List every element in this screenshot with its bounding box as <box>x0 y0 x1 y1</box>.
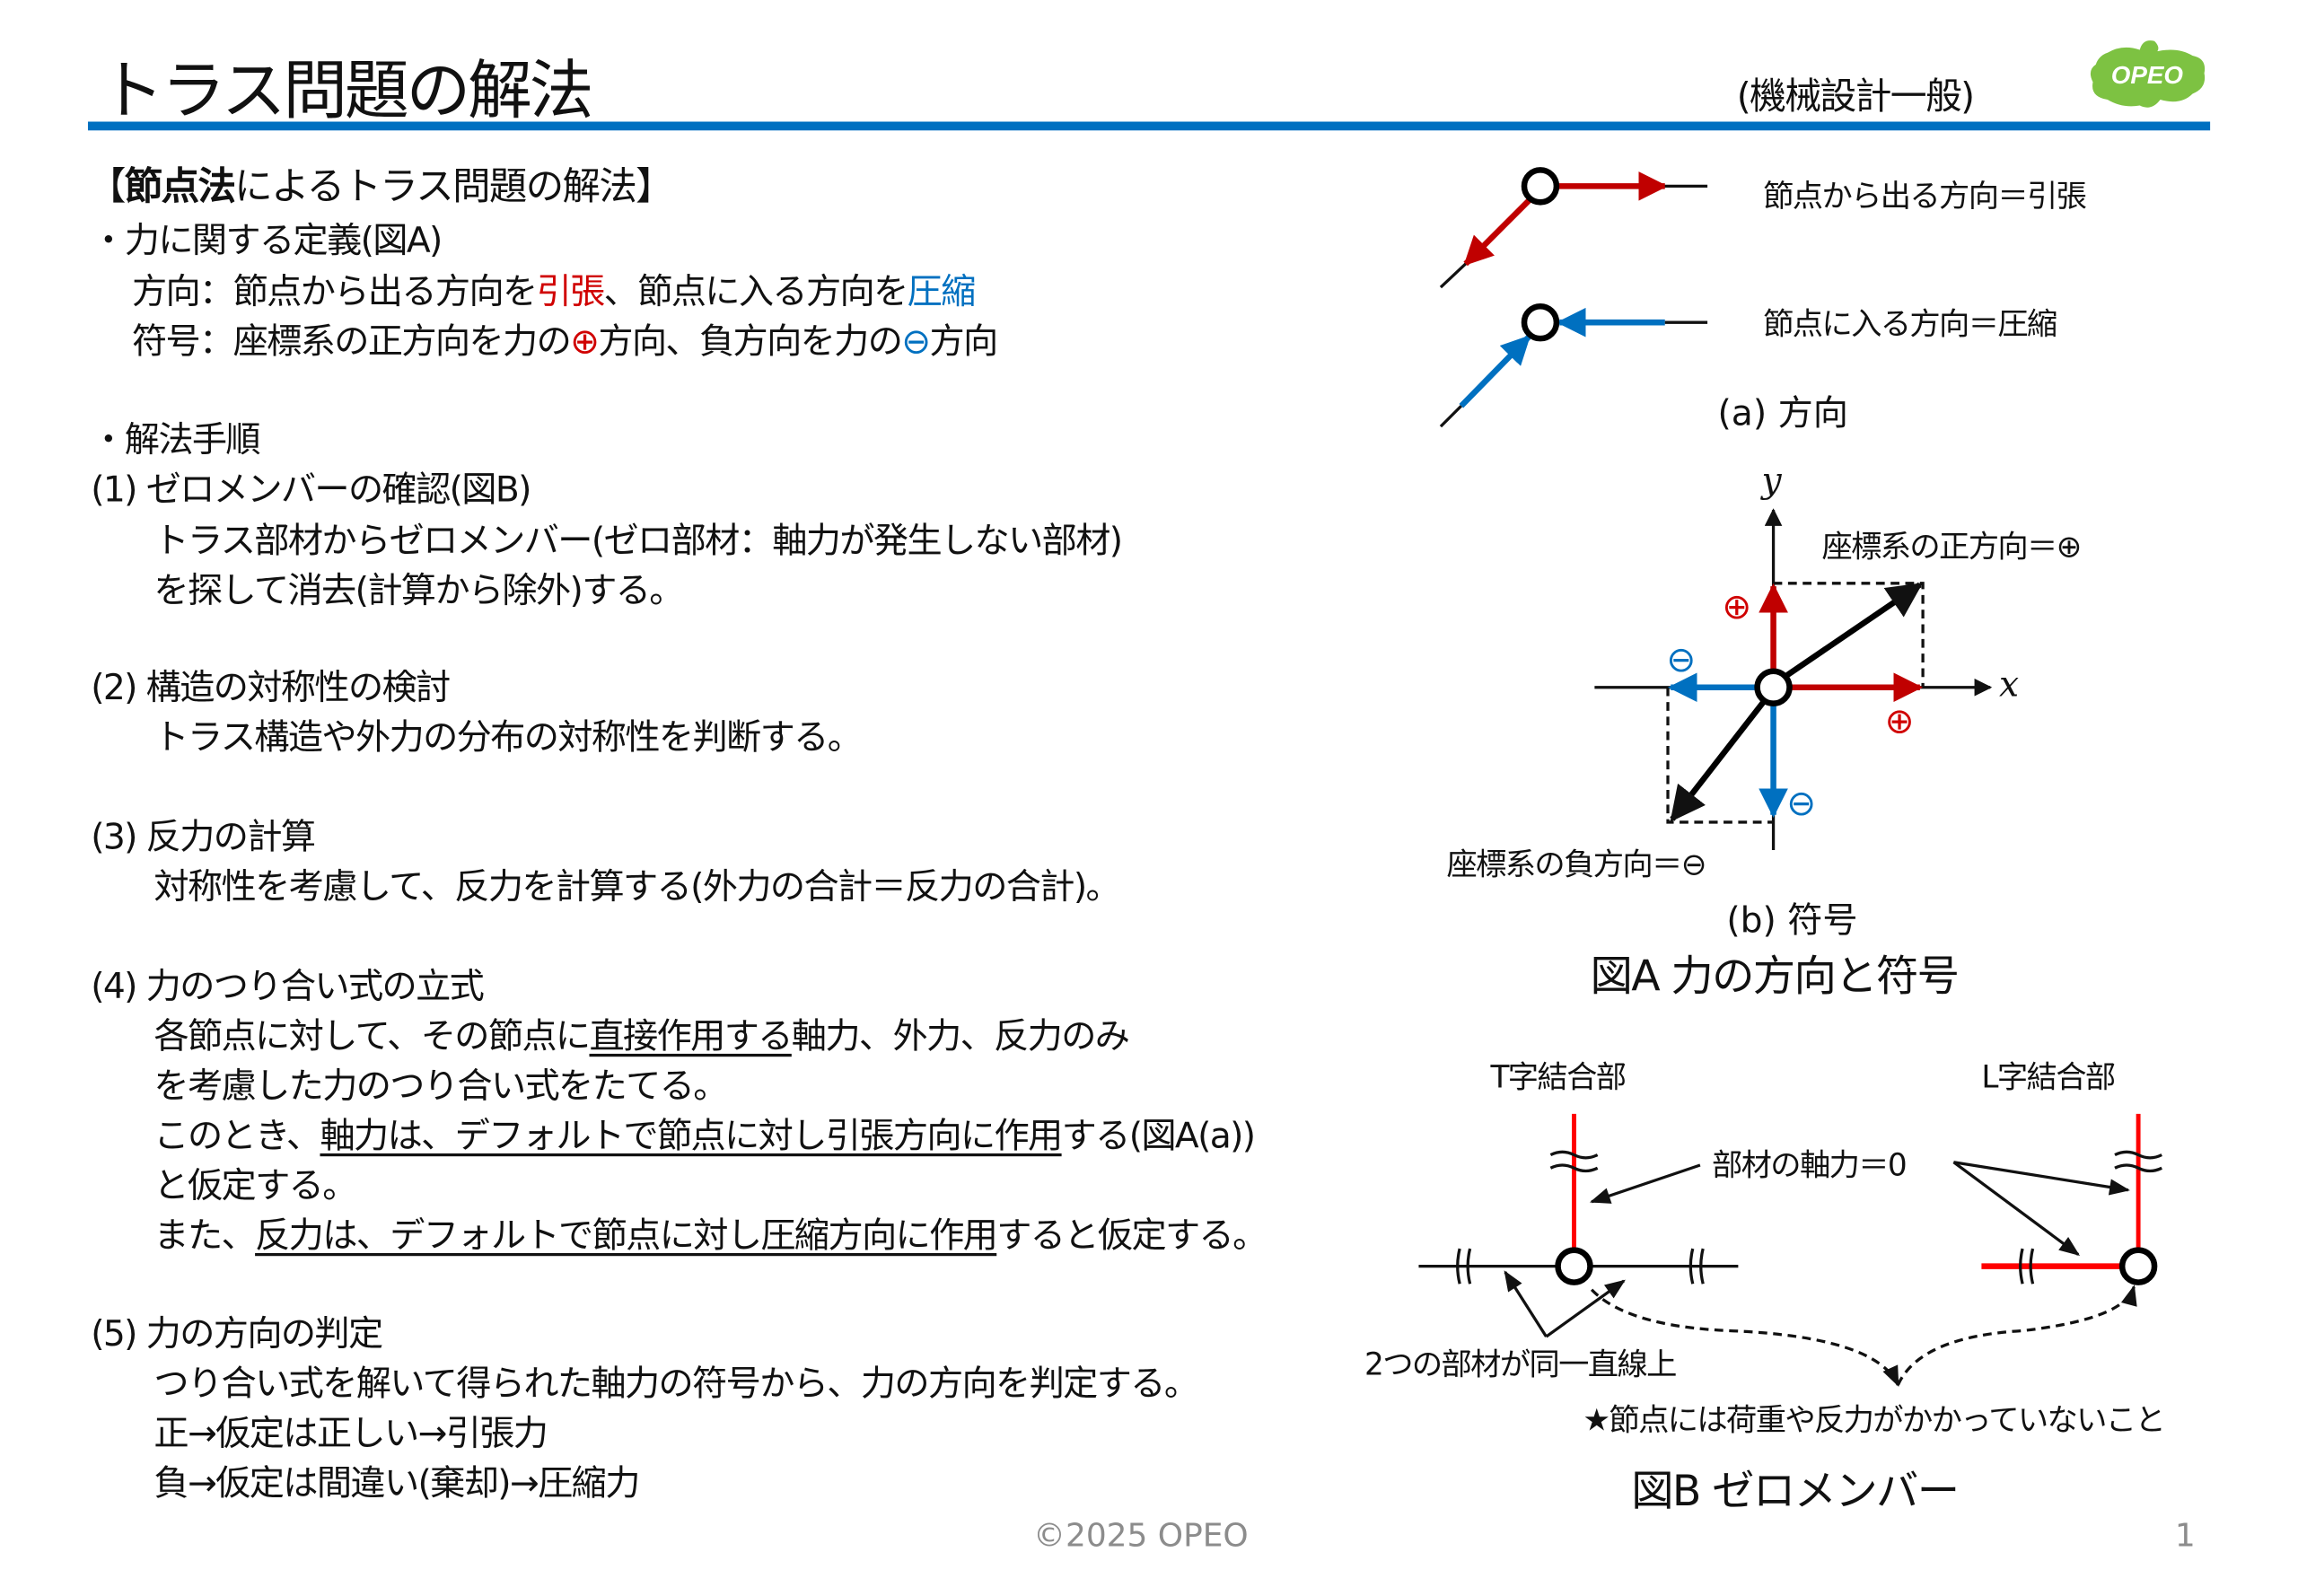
y-axis-label: y <box>1761 460 1782 502</box>
plus-icon: ⊕ <box>1884 700 1915 742</box>
node-circle <box>1521 303 1560 342</box>
condition-note: ★節点には荷重や反力がかかっていないこと <box>1583 1402 2165 1438</box>
step-2-title: (2) 構造の対称性の検討 <box>91 666 451 708</box>
t-joint-diagram <box>1418 1113 1739 1285</box>
step-1-text: トラス部材からゼロメンバー(ゼロ部材：軸力が発生しない部材) <box>153 520 1123 562</box>
node-circle <box>2118 1247 2158 1285</box>
step-1-title: (1) ゼロメンバーの確認(図B) <box>91 469 531 511</box>
compression-diagram <box>1439 303 1708 428</box>
procedure-title: ・解法手順 <box>91 418 260 460</box>
minus-icon: ⊖ <box>1786 782 1817 824</box>
callout-arrows <box>1504 1161 2137 1387</box>
fig-a-caption: (a) 方向 <box>1717 392 1848 434</box>
step-1-text: を探して消去(計算から除外)する。 <box>153 570 684 611</box>
node-circle <box>1754 668 1793 706</box>
logo-icon: OPEO <box>2090 40 2206 108</box>
opeo-logo: OPEO <box>2087 38 2207 111</box>
step-5-text: 負→仮定は間違い(棄却)→圧縮力 <box>153 1462 640 1504</box>
subject-label: (機械設計一般) <box>1736 75 1975 118</box>
step-5-text: つり合い式を解いて得られた軸力の符号から、力の方向を判定する。 <box>153 1363 1199 1405</box>
fig-a-title: 図A 力の方向と符号 <box>1590 951 1960 1002</box>
step-4-text: 各節点に対して、その節点に直接作用する軸力、外力、反力のみ <box>153 1015 1130 1057</box>
definition-direction: 方向：節点から出る方向を引張、節点に入る方向を圧縮 <box>131 271 976 312</box>
copyright: ©2025 OPEO <box>1033 1518 1249 1556</box>
x-axis-label: x <box>1999 663 2020 706</box>
plus-icon: ⊕ <box>1722 586 1752 627</box>
page-number: 1 <box>2174 1518 2196 1556</box>
fig-b-sub-caption: (b) 符号 <box>1726 899 1858 942</box>
minus-icon: ⊖ <box>1666 638 1697 680</box>
negative-direction-label: 座標系の負方向＝⊖ <box>1446 846 1706 882</box>
definition-sign: 符号：座標系の正方向を力の⊕方向、負方向を力の⊖方向 <box>131 320 998 363</box>
step-5-text: 正→仮定は正しい→引張力 <box>153 1412 548 1454</box>
page-title: トラス問題の解法 <box>100 54 593 129</box>
tension-diagram <box>1439 167 1708 289</box>
compression-label: 節点に入る方向＝圧縮 <box>1763 306 2057 342</box>
step-4-text: このとき、軸力は、デフォルトで節点に対し引張方向に作用する(図A(a)) <box>153 1115 1256 1157</box>
step-3-title: (3) 反力の計算 <box>91 816 316 858</box>
step-4-title: (4) 力のつり合い式の立式 <box>91 965 485 1007</box>
node-circle <box>1521 167 1560 206</box>
step-2-text: トラス構造や外力の分布の対称性を判断する。 <box>153 716 862 759</box>
tension-label: 節点から出る方向＝引張 <box>1763 179 2087 215</box>
step-5-title: (5) 力の方向の判定 <box>91 1312 383 1355</box>
t-joint-label: T字結合部 <box>1490 1059 1627 1095</box>
positive-direction-label: 座標系の正方向＝⊕ <box>1821 529 2082 565</box>
node-circle <box>1555 1247 1593 1285</box>
step-4-text: を考慮した力のつり合い式をたてる。 <box>153 1065 728 1107</box>
fig-b-title: 図B ゼロメンバー <box>1631 1465 1960 1516</box>
definition-title: ・力に関する定義(図A) <box>91 219 443 261</box>
step-4-text: また、反力は、デフォルトで節点に対し圧縮方向に作用すると仮定する。 <box>153 1215 1267 1257</box>
sign-diagram <box>1594 508 1993 850</box>
step-3-text: 対称性を考慮して、反力を計算する(外力の合計＝反力の合計)。 <box>153 865 1120 908</box>
section-heading: 【節点法によるトラス問題の解法】 <box>87 165 674 210</box>
collinear-label: 2つの部材が同一直線上 <box>1364 1346 1677 1382</box>
l-joint-label: L字結合部 <box>1981 1059 2116 1095</box>
svg-text:OPEO: OPEO <box>2111 61 2184 89</box>
l-joint-diagram <box>1981 1113 2162 1285</box>
step-4-text: と仮定する。 <box>153 1164 357 1206</box>
zero-force-label: 部材の軸力＝0 <box>1711 1147 1908 1183</box>
header-divider <box>87 121 2211 131</box>
